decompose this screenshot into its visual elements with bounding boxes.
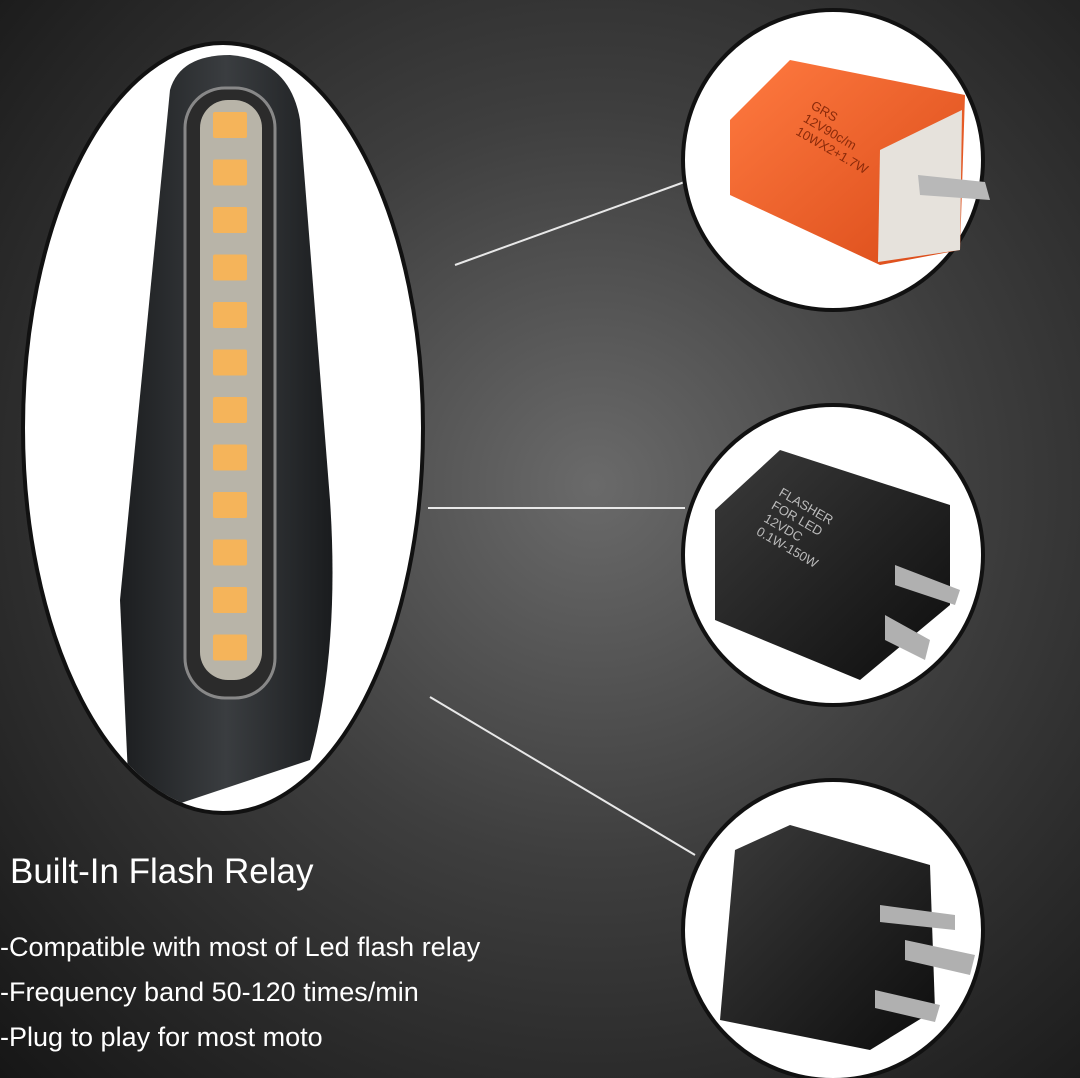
led-chip [213, 349, 247, 376]
relay-orange-image: GRS 12V90c/m 10WX2+1.7W [681, 8, 990, 312]
led-chip [213, 112, 247, 138]
connector-lines [428, 179, 696, 856]
led-chip [213, 207, 247, 233]
relay-black-3pin-image [681, 778, 985, 1078]
led-chip [213, 397, 247, 423]
relay-black-led-image: FLASHER FOR LED 12VDC 0.1W-150W [681, 403, 985, 707]
led-chip [213, 444, 247, 471]
feature-bullet: -Compatible with most of Led flash relay [0, 932, 481, 962]
turn-signal-lamp-image [21, 41, 425, 815]
feature-bullet: -Plug to play for most moto [0, 1022, 323, 1052]
led-chip [213, 302, 247, 328]
feature-title: Built-In Flash Relay [10, 852, 314, 891]
led-chips [213, 112, 247, 661]
led-chip [213, 254, 247, 281]
led-chip [213, 492, 247, 518]
led-chip [213, 634, 247, 661]
led-chip [213, 587, 247, 613]
led-chip [213, 539, 247, 566]
feature-bullet: -Frequency band 50-120 times/min [0, 977, 419, 1007]
led-chip [213, 159, 247, 186]
